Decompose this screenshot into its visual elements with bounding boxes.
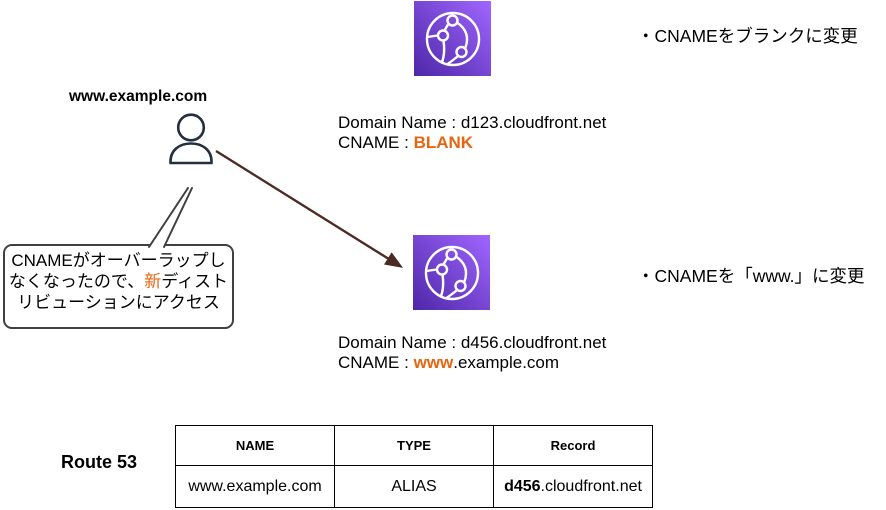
cloudfront-icon-top [414,1,491,76]
user-to-cloudfront-arrow [215,149,404,268]
callout-line-2: なくなったので、新ディスト [9,271,228,292]
callout-line-1: CNAMEがオーバーラップし [11,251,226,270]
cloudfront-globe-icon [424,245,480,301]
callout-line-2-post: ディスト [161,272,229,291]
cell-record-rest: .cloudfront.net [540,477,642,495]
cell-record-bold: d456 [504,477,541,495]
callout-highlight-new: 新 [144,272,162,291]
user-domain-label: www.example.com [69,88,208,105]
column-header-type: TYPE [334,425,494,466]
cloudfront-globe-icon [425,11,481,67]
callout-tail-left-edge [148,187,189,248]
distribution-2-details: Domain Name : d456.cloudfront.net CNAME … [338,333,606,373]
user-icon [168,113,214,165]
column-header-name: NAME [175,425,335,466]
cell-name: www.example.com [175,465,335,508]
domain-name-line-2: Domain Name : d456.cloudfront.net [338,333,607,352]
column-header-record: Record [493,425,653,466]
person-icon [169,113,213,165]
cname-line-1: CNAME : BLANK [338,133,606,153]
callout-tail [149,188,192,247]
note-cname-www: ・CNAMEを「www.」に変更 [637,266,865,286]
route53-label: Route 53 [61,452,138,472]
callout-line-3: リビューションにアクセス [17,293,220,312]
cname-suffix-2: .example.com [453,353,560,372]
cname-value-blank: BLANK [413,133,474,152]
cloudfront-icon-bottom [413,235,490,310]
note-cname-blank: ・CNAMEをブランクに変更 [637,26,858,46]
domain-name-line-1: Domain Name : d123.cloudfront.net [338,113,607,132]
cname-prefix-1: CNAME : [338,133,414,152]
route53-table: NAME TYPE Record www.example.com ALIAS d… [175,425,653,508]
cname-value-www: www [413,353,454,372]
callout-bubble: CNAMEがオーバーラップし なくなったので、新ディスト リビューションにアクセ… [3,244,234,329]
cell-type: ALIAS [334,465,494,508]
table-header-row: NAME TYPE Record [175,425,653,466]
cname-prefix-2: CNAME : [338,353,414,372]
cname-line-2: CNAME : www.example.com [338,353,606,373]
table-row: www.example.com ALIAS d456.cloudfront.ne… [175,465,653,508]
callout-tail-right-edge [163,187,193,248]
cell-record: d456.cloudfront.net [493,465,653,508]
callout-line-2-pre: なくなったので、 [8,272,145,291]
distribution-1-details: Domain Name : d123.cloudfront.net CNAME … [338,113,606,153]
